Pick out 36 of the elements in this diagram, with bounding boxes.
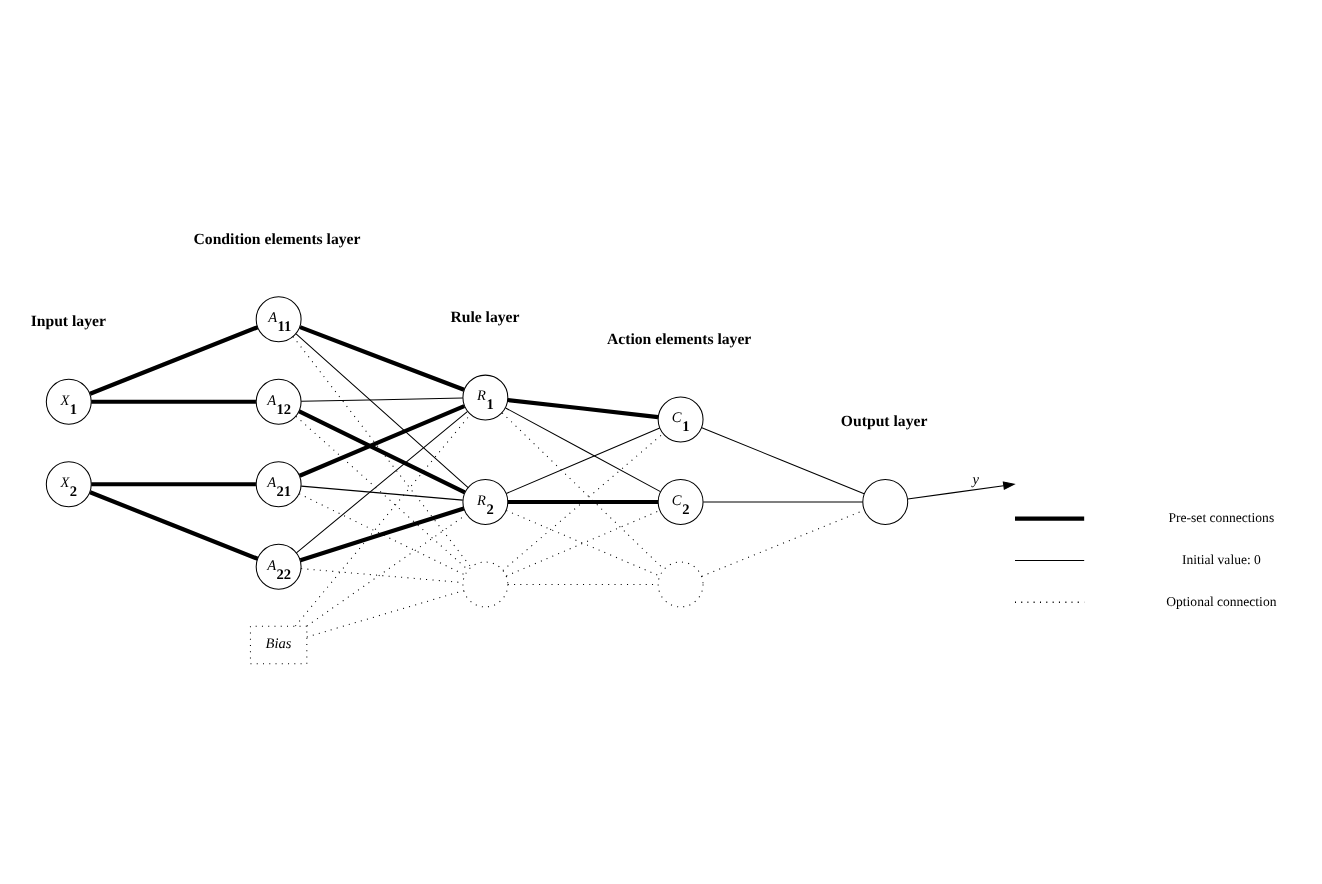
label: Output layer (840, 411, 928, 430)
label: Input layer (30, 311, 106, 330)
connector (292, 335, 472, 567)
connector (298, 403, 466, 477)
connector (298, 492, 466, 575)
connector (91, 398, 256, 403)
connector (505, 426, 661, 493)
connector (702, 500, 864, 502)
label: Action elements layer (607, 328, 752, 347)
connector (306, 589, 465, 637)
connector (295, 332, 469, 488)
connector (507, 498, 659, 504)
connector (507, 582, 659, 584)
node-circle (657, 560, 704, 607)
connector (298, 408, 466, 494)
connector (505, 406, 661, 492)
connector (507, 396, 659, 419)
label: Rule layer (450, 306, 520, 325)
connector (300, 484, 464, 500)
connector (306, 513, 467, 626)
connector (294, 413, 471, 626)
connector (299, 505, 465, 562)
connector (89, 324, 259, 395)
connector (701, 508, 865, 576)
node-box: Bias (249, 624, 308, 664)
connector (91, 481, 256, 486)
arrow (907, 480, 1016, 499)
node-circle (862, 478, 909, 524)
connector (300, 567, 464, 583)
connector (300, 396, 464, 401)
edge-label: y (972, 469, 979, 488)
label: Condition elements layer (193, 228, 361, 247)
connector (89, 489, 259, 560)
node-circle (462, 560, 509, 607)
connector (701, 426, 865, 494)
connector (299, 324, 465, 391)
